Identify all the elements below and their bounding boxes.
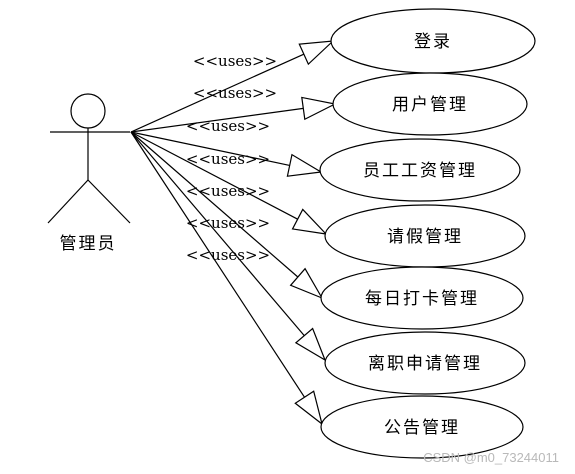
association-links xyxy=(130,40,337,426)
actor-label: 管理员 xyxy=(60,234,117,254)
open-arrowhead-icon xyxy=(294,390,324,426)
use-case-ellipse xyxy=(332,72,528,136)
uses-label: <<uses>> xyxy=(186,246,270,264)
watermark: CSDN @m0_73244011 xyxy=(423,450,559,465)
uses-labels: <<uses>> <<uses>> <<uses>> <<uses>> <<uses>>… xyxy=(186,52,277,264)
use-case-login[interactable]: 登录 xyxy=(330,8,536,74)
association-line xyxy=(130,131,305,398)
association-line xyxy=(130,131,298,220)
uses-label: <<uses>> xyxy=(186,117,270,135)
open-arrowhead-icon xyxy=(301,96,337,121)
use-case-label: 员工工资管理 xyxy=(363,161,477,181)
open-arrowhead-icon xyxy=(289,267,324,300)
use-case-salary-management[interactable]: 员工工资管理 xyxy=(319,138,521,202)
uses-label: <<uses>> xyxy=(186,150,270,168)
use-case-ellipse xyxy=(324,331,526,395)
use-case-ellipse xyxy=(320,395,524,459)
open-arrowhead-icon xyxy=(298,40,335,66)
open-arrowhead-icon xyxy=(294,327,327,362)
use-case-label: 离职申请管理 xyxy=(368,354,482,374)
association-line xyxy=(130,107,304,133)
use-case-label: 请假管理 xyxy=(387,227,463,247)
association-line xyxy=(130,131,305,337)
association-line xyxy=(130,53,305,133)
use-case-label: 用户管理 xyxy=(392,95,468,115)
association-line xyxy=(130,131,290,166)
open-arrowhead-icon xyxy=(291,208,328,235)
use-case-ellipse xyxy=(320,266,524,330)
use-case-label: 登录 xyxy=(414,32,452,52)
actor-administrator[interactable]: 管理员 xyxy=(47,93,131,254)
use-case-user-management[interactable]: 用户管理 xyxy=(332,72,528,136)
uses-label: <<uses>> xyxy=(193,84,277,102)
use-case-announcement-management[interactable]: 公告管理 xyxy=(320,395,524,459)
uses-label: <<uses>> xyxy=(186,182,270,200)
use-case-resignation-management[interactable]: 离职申请管理 xyxy=(324,331,526,395)
use-case-leave-management[interactable]: 请假管理 xyxy=(324,204,526,268)
uses-label: <<uses>> xyxy=(186,214,270,232)
open-arrowhead-icon xyxy=(286,153,323,177)
stick-figure-actor-icon xyxy=(47,93,131,224)
use-case-label: 每日打卡管理 xyxy=(365,289,479,309)
uses-label: <<uses>> xyxy=(193,52,277,70)
association-line xyxy=(130,131,299,278)
use-case-attendance-management[interactable]: 每日打卡管理 xyxy=(320,266,524,330)
use-case-label: 公告管理 xyxy=(384,418,460,438)
use-case-ellipse xyxy=(319,138,521,202)
